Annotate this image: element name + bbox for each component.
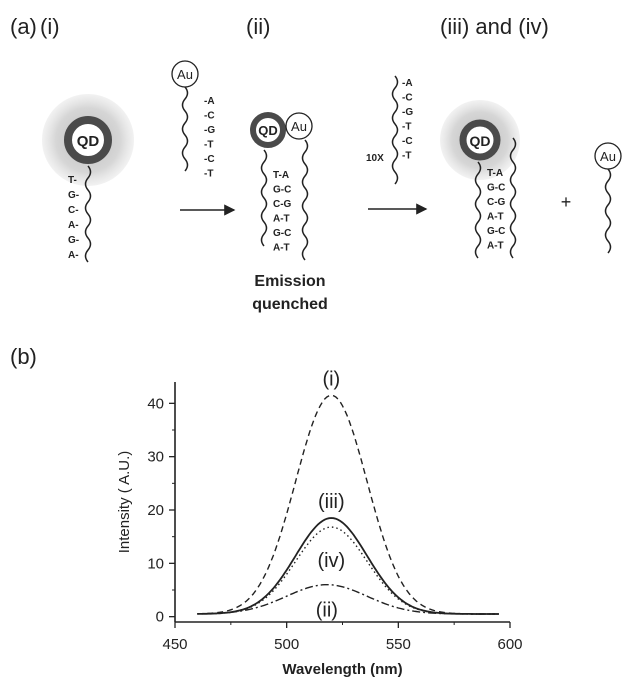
- spectrum-chart: 450 500 550 600 0 10 20 30 40 (i) (iii) (iv) (ii) W…: [116, 368, 523, 678]
- au-sequence: -A -C -G -T -C -T: [204, 96, 215, 180]
- free-au-strand: [604, 168, 612, 254]
- au-strand-base: -T: [204, 140, 213, 151]
- y-tick-label: 10: [147, 555, 164, 572]
- y-axis-label: Intensity ( A.U.): [116, 451, 133, 554]
- excess-strand-base: -T: [402, 151, 411, 162]
- restored-base-pair: C-G: [487, 197, 506, 208]
- restored-base-pair: G-C: [487, 226, 505, 237]
- x-tick-label: 450: [162, 636, 187, 653]
- restored-base-pair: T-A: [487, 168, 503, 179]
- duplex-base-pair: C-G: [273, 199, 292, 210]
- qd-label-2: QD: [258, 123, 278, 138]
- x-tick-label: 600: [497, 636, 522, 653]
- au-label: Au: [177, 67, 193, 82]
- chart-series-labels: (i) (iii) (iv) (ii): [316, 368, 345, 621]
- excess-linker: [391, 75, 399, 185]
- duplex-base-pair: A-T: [273, 214, 290, 225]
- au-label-2: Au: [291, 119, 307, 134]
- restored-left-strand: [474, 161, 482, 259]
- qd-label: QD: [77, 133, 100, 150]
- au-strand-group: Au -A -C -G -T -C -T: [171, 60, 215, 180]
- y-tick-label: 20: [147, 502, 164, 519]
- probe-base: G-: [68, 190, 79, 201]
- x-tick-label: 550: [386, 636, 411, 653]
- restored-base-pair: A-T: [487, 212, 504, 223]
- qd-label-3: QD: [470, 133, 491, 149]
- chart-series: [197, 394, 499, 615]
- qd-core: [64, 116, 112, 164]
- qd-restored-group: QD T-A G-C C-G A-T G-C A-T: [440, 100, 520, 259]
- au-strand-base: -C: [204, 154, 215, 165]
- probe-base: C-: [68, 205, 79, 216]
- series-label: (iv): [317, 550, 345, 572]
- series-line: [197, 526, 499, 615]
- qd-core-2: [250, 112, 286, 148]
- panel-a-label: (a): [10, 14, 37, 39]
- chart-axes: 450 500 550 600 0 10 20 30 40: [147, 382, 523, 653]
- excess-label: 10X: [366, 153, 384, 164]
- au-strand-base: -T: [204, 169, 213, 180]
- au-strand-base: -A: [204, 96, 215, 107]
- probe-sequence: T- G- C- A- G- A-: [68, 175, 79, 261]
- excess-strand-base: -G: [402, 107, 413, 118]
- excess-strand-base: -A: [402, 78, 413, 89]
- y-tick-label: 30: [147, 449, 164, 466]
- quenched-line-1: Emission: [254, 273, 325, 290]
- restored-base-pair: A-T: [487, 241, 504, 252]
- probe-base: A-: [68, 250, 79, 261]
- au-strand-base: -C: [204, 111, 215, 122]
- restored-base-pair: G-C: [487, 183, 505, 194]
- series-label: (iii): [318, 491, 345, 513]
- quenched-line-2: quenched: [252, 296, 328, 313]
- duplex-left-strand: [260, 149, 268, 247]
- step-iii-iv-label: (iii) and (iv): [440, 14, 549, 39]
- au-bead-2: [285, 112, 313, 140]
- y-tick-label: 40: [147, 395, 164, 412]
- free-au-group: Au: [594, 142, 622, 254]
- step-ii-label: (ii): [246, 14, 270, 39]
- panel-b-label: (b): [10, 344, 37, 369]
- duplex-base-pair: G-C: [273, 185, 291, 196]
- probe-base: A-: [68, 220, 79, 231]
- excess-strand-base: -T: [402, 122, 411, 133]
- duplex-base-pair: T-A: [273, 170, 289, 181]
- excess-sequence: -A -C -G -T -C -T: [402, 78, 413, 162]
- series-line: [197, 394, 499, 615]
- duplex-sequence-1: T-A G-C C-G A-T G-C A-T: [273, 170, 292, 254]
- series-label: (ii): [316, 600, 338, 622]
- excess-strand-base: -C: [402, 136, 413, 147]
- probe-linker: [84, 165, 92, 263]
- series-label: (i): [322, 368, 340, 390]
- qd-core-3: [459, 119, 501, 161]
- x-tick-label: 500: [274, 636, 299, 653]
- au-linker: [181, 86, 189, 172]
- series-line: [197, 584, 499, 615]
- probe-base: G-: [68, 235, 79, 246]
- qd-probe-group: QD T- G- C- A- G- A-: [42, 94, 134, 263]
- series-line: [197, 517, 499, 615]
- duplex-base-pair: G-C: [273, 228, 291, 239]
- y-tick-label: 0: [156, 609, 164, 626]
- duplex-base-pair: A-T: [273, 243, 290, 254]
- step-i-label: (i): [40, 14, 60, 39]
- restored-right-strand: [509, 137, 517, 259]
- free-au-label: Au: [600, 149, 616, 164]
- excess-strand-base: -C: [402, 93, 413, 104]
- excess-strand-group: -A -C -G -T -C -T 10X: [366, 75, 413, 185]
- x-axis-label: Wavelength (nm): [282, 661, 402, 678]
- plus-sign: +: [561, 192, 572, 212]
- duplex-right-strand: [301, 139, 309, 261]
- duplex-sequence-2: T-A G-C C-G A-T G-C A-T: [487, 168, 506, 252]
- qd-au-duplex-group: QD Au T-A G-C C-G A-T G-C A-T Emission quench…: [250, 112, 328, 313]
- probe-base: T-: [68, 175, 77, 186]
- panel-a: (a) (i) (ii) (iii) and (iv) QD T-G-C-A-G…: [10, 14, 622, 313]
- au-strand-base: -G: [204, 125, 215, 136]
